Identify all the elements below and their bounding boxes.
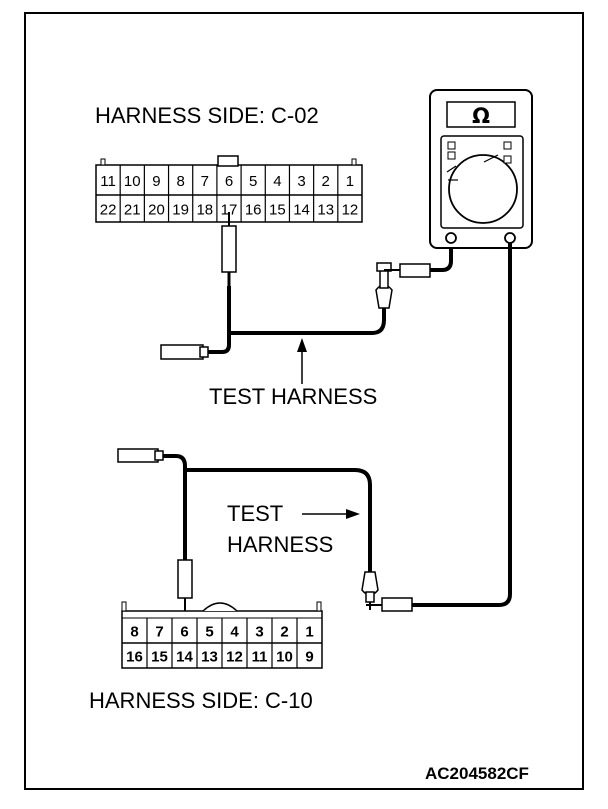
- test-harness-terminal-lower: [117, 448, 159, 463]
- c02-pin-bottom-20: 20: [148, 202, 165, 219]
- probe-c10-body: [177, 559, 193, 599]
- test-harness-label-upper: TEST HARNESS: [209, 384, 378, 409]
- multimeter: Ω: [429, 89, 533, 249]
- c10-pin-top-4: 4: [230, 624, 239, 641]
- multimeter-terminal-left: [445, 232, 457, 244]
- connector-c02-notch-left: [100, 158, 106, 166]
- meter-lead-right: [412, 243, 512, 607]
- c02-pin-top-5: 5: [249, 173, 257, 190]
- multimeter-screen: [446, 101, 516, 128]
- c02-pin-top-10: 10: [124, 173, 141, 190]
- probe-c02-body: [221, 225, 237, 273]
- c02-pin-top-2: 2: [322, 173, 330, 190]
- c10-pin-top-5: 5: [205, 624, 213, 641]
- c02-pin-bottom-17: 17: [221, 202, 238, 219]
- c02-pin-bottom-22: 22: [100, 202, 117, 219]
- c10-pin-bottom-14: 14: [176, 649, 193, 666]
- arrow-test-harness-lower: [302, 509, 360, 519]
- c10-pin-bottom-11: 11: [252, 649, 268, 666]
- c02-pin-top-8: 8: [176, 173, 184, 190]
- figure-frame: [24, 12, 584, 790]
- c02-pin-bottom-21: 21: [124, 202, 141, 219]
- c02-pin-bottom-19: 19: [172, 202, 189, 219]
- c02-pin-top-9: 9: [152, 173, 160, 190]
- c02-pin-bottom-15: 15: [269, 202, 286, 219]
- c02-pin-top-1: 1: [346, 173, 354, 190]
- c10-pin-top-3: 3: [255, 624, 263, 641]
- alligator-clip-lower: [361, 571, 413, 612]
- c02-pin-top-4: 4: [273, 173, 281, 190]
- multimeter-terminal-right: [504, 232, 516, 244]
- c02-pin-bottom-14: 14: [293, 202, 310, 219]
- c10-pin-bottom-16: 16: [126, 649, 143, 666]
- test-harness-label-lower-line1: TEST: [227, 501, 284, 526]
- meter-plug-upper: [399, 263, 431, 278]
- c10-pin-top-1: 1: [305, 624, 313, 641]
- connector-c02-label: HARNESS SIDE: C-02: [95, 103, 319, 128]
- meter-lead-left: [430, 238, 453, 272]
- c02-pin-bottom-16: 16: [245, 202, 262, 219]
- c02-pin-bottom-18: 18: [196, 202, 213, 219]
- c10-pin-bottom-10: 10: [276, 649, 293, 666]
- c10-pin-bottom-15: 15: [151, 649, 168, 666]
- c02-pin-top-7: 7: [201, 173, 209, 190]
- ohm-symbol: Ω: [472, 104, 490, 128]
- test-harness-label-lower-line2: HARNESS: [227, 532, 334, 557]
- c02-pin-top-3: 3: [297, 173, 305, 190]
- connector-c02-notch-right: [351, 158, 357, 166]
- c10-pin-top-8: 8: [130, 624, 138, 641]
- figure-code: AC204582CF: [425, 764, 529, 783]
- alligator-clip-upper: [375, 262, 431, 309]
- c10-pin-top-2: 2: [280, 624, 288, 641]
- connector-c10-lock-bump: [202, 602, 238, 612]
- c02-pin-bottom-12: 12: [342, 202, 359, 219]
- c10-pin-top-6: 6: [180, 624, 188, 641]
- c02-pin-top-11: 11: [100, 173, 116, 190]
- c02-pin-bottom-13: 13: [317, 202, 334, 219]
- c02-pin-top-6: 6: [225, 173, 233, 190]
- c10-pin-bottom-9: 9: [305, 649, 313, 666]
- arrow-test-harness-upper: [297, 338, 307, 384]
- connector-c10-label: HARNESS SIDE: C-10: [89, 688, 313, 713]
- meter-plug-lower: [381, 597, 413, 612]
- multimeter-dial: [448, 154, 518, 224]
- c10-pin-bottom-13: 13: [201, 649, 218, 666]
- connector-c02-lock-tab: [217, 155, 239, 167]
- test-harness-terminal-upper: [160, 344, 204, 360]
- test-harness-wire-lower: [163, 454, 372, 572]
- c10-pin-top-7: 7: [155, 624, 163, 641]
- c10-pin-bottom-12: 12: [226, 649, 243, 666]
- test-harness-wire-upper: [206, 286, 386, 354]
- probe-c02: [221, 212, 237, 286]
- probe-c10: [177, 559, 193, 622]
